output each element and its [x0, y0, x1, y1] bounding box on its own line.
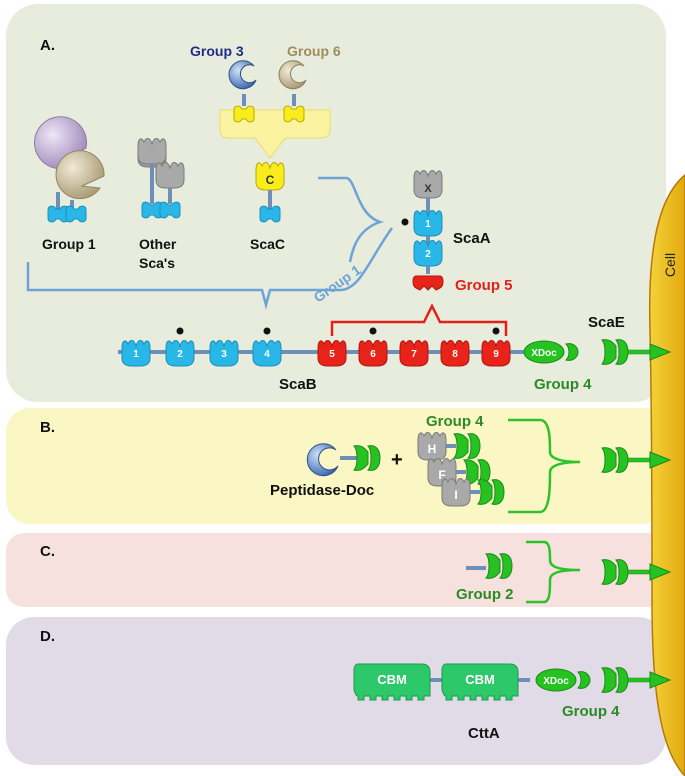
group1-label: Group 1	[42, 236, 96, 252]
panel-a-letter: A.	[40, 37, 55, 54]
group3-label: Group 3	[190, 43, 244, 59]
group5-bracket	[330, 303, 508, 336]
scab-cohesin-number: 5	[329, 349, 335, 360]
scac-callout	[219, 60, 331, 159]
module-i-letter: I	[454, 488, 457, 502]
scab-xdoc	[523, 340, 565, 364]
group6-catalytic-module	[278, 60, 307, 90]
hfi-modules: H F I	[417, 432, 505, 507]
peptidase-doc	[306, 443, 381, 477]
cbm-module-1	[353, 663, 431, 701]
ctta-xdoc	[535, 668, 577, 692]
scab-cohesin-number: 4	[264, 349, 270, 360]
group1-bracket-upper	[318, 176, 384, 263]
binding-dot	[263, 327, 271, 335]
ctta-label: CttA	[468, 725, 500, 742]
group4-bracket-b	[508, 418, 581, 514]
panel-b-background	[6, 408, 666, 524]
scab-xdoc-dockerin	[565, 343, 579, 361]
group5-label: Group 5	[455, 277, 513, 294]
ctta-protein: CBM CBM XDoc	[353, 663, 591, 701]
group6-label: Group 6	[287, 43, 341, 59]
panel-c-letter: C.	[40, 543, 55, 560]
scab-scaffoldin: 1 2 3 4 5 6 7 8 9 XDoc	[118, 327, 579, 367]
group1-enzymes	[34, 116, 105, 223]
scaa-scaffoldin: X 1 2	[401, 170, 444, 291]
binding-dot	[492, 327, 500, 335]
panel-d-letter: D.	[40, 628, 55, 645]
scaa-cohesin-1-number: 1	[425, 219, 431, 230]
module-f-letter: F	[438, 468, 445, 482]
scab-cohesin-number: 7	[411, 349, 417, 360]
other-sca-label-line1: Other	[139, 236, 177, 252]
scab-xdoc-label: XDoc	[531, 348, 557, 359]
tan-catalytic-module	[55, 150, 105, 200]
scab-cohesin-number: 6	[370, 349, 376, 360]
cell-label: Cell	[662, 253, 678, 277]
group3-catalytic-module	[228, 60, 257, 90]
group2-module	[466, 553, 513, 579]
scac-cohesin-letter: C	[266, 173, 275, 187]
cbm-module-2	[441, 663, 519, 701]
cbm-label-2: CBM	[465, 672, 495, 687]
scac-label: ScaC	[250, 236, 285, 252]
other-sca-label-line2: Sca's	[139, 255, 175, 271]
scaa-red-dockerin	[412, 275, 444, 291]
scab-cohesin-number: 2	[177, 349, 183, 360]
ctta-xdoc-dockerin	[577, 671, 591, 689]
binding-dot	[401, 218, 409, 226]
group4-label-d: Group 4	[562, 703, 620, 720]
panel-b-letter: B.	[40, 419, 55, 436]
group2-bracket	[526, 540, 581, 604]
peptidase-label: Peptidase-Doc	[270, 482, 374, 499]
scac-scaffoldin: C	[255, 162, 285, 223]
cell-body	[648, 174, 685, 776]
scab-cohesin-number: 3	[221, 349, 227, 360]
cbm-label-1: CBM	[377, 672, 407, 687]
other-sca-modules	[137, 138, 185, 219]
binding-dot	[369, 327, 377, 335]
plus-sign: +	[391, 449, 403, 471]
ctta-xdoc-label: XDoc	[543, 676, 569, 687]
scab-cohesin-number: 1	[133, 349, 139, 360]
panel-c-background	[6, 533, 666, 607]
group1-bracket-lower	[26, 227, 394, 310]
scaa-x-letter: X	[424, 183, 432, 195]
panel-a-background	[6, 4, 666, 402]
scab-cohesin-number: 8	[452, 349, 458, 360]
group4-label-b: Group 4	[426, 413, 484, 430]
group2-label: Group 2	[456, 586, 514, 603]
binding-dot	[176, 327, 184, 335]
scab-label: ScaB	[279, 376, 317, 393]
scab-cohesin-number: 9	[493, 349, 499, 360]
scaa-cohesin-2-number: 2	[425, 249, 431, 260]
group4-label-a: Group 4	[534, 376, 592, 393]
panel-d-background	[6, 617, 666, 765]
scaa-label: ScaA	[453, 230, 491, 247]
module-h-letter: H	[428, 442, 437, 456]
scae-label: ScaE	[588, 314, 625, 331]
